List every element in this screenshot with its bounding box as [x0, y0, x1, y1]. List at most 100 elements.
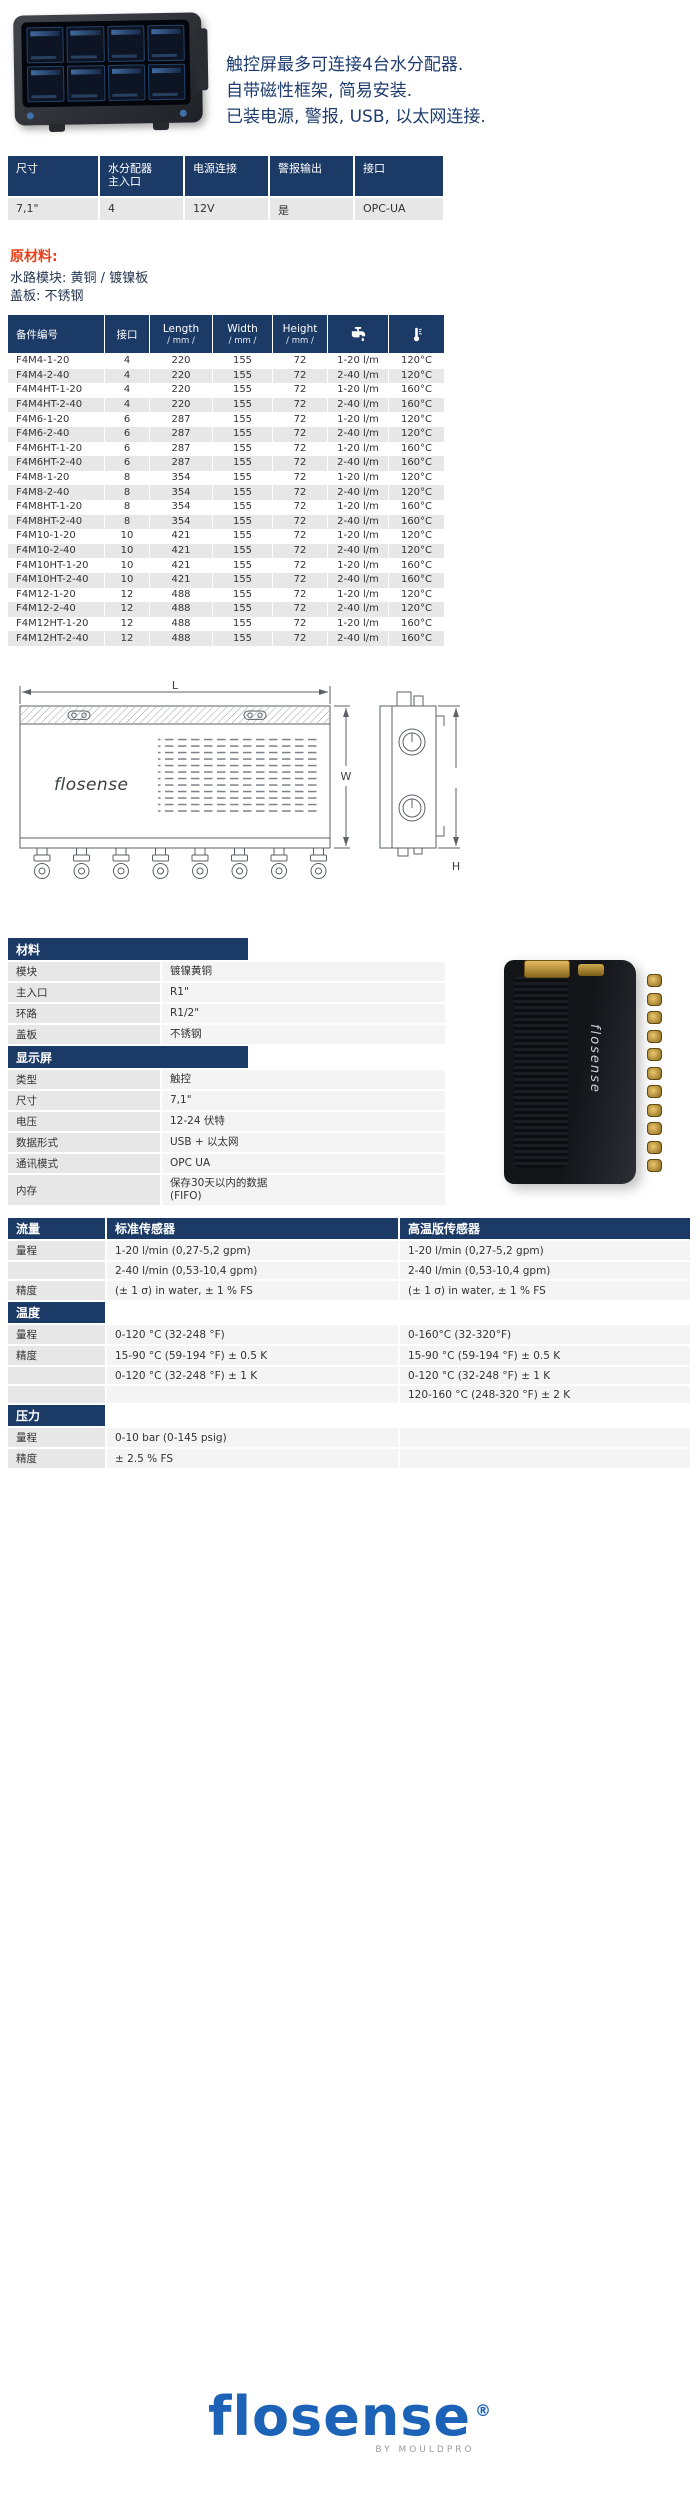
col-header-unit: / mm /: [167, 335, 195, 346]
sensor-empty-cell: [400, 1302, 690, 1323]
col-header-label: 备件编号: [16, 328, 58, 341]
parts-cell: 72: [273, 441, 327, 457]
sensor-row: 120-160 °C (248-320 °F) ± 2 K: [8, 1386, 692, 1403]
part-number-cell: F4M4-2-40: [8, 368, 104, 384]
parts-cell: 72: [273, 543, 327, 559]
parts-cell: 488: [150, 616, 212, 632]
overview-column-header: 警报输出: [270, 156, 353, 196]
parts-cell: 155: [213, 485, 272, 500]
parts-cell: 72: [273, 529, 327, 544]
device-toolbar: [26, 108, 187, 122]
parts-cell: 220: [150, 383, 212, 398]
photo-brand-logo: flosense: [587, 1024, 602, 1094]
part-number-cell: F4M12HT-2-40: [8, 631, 104, 646]
parts-cell: 72: [273, 572, 327, 588]
overview-value: OPC-UA: [355, 198, 443, 220]
part-number-cell: F4M12-1-20: [8, 587, 104, 603]
part-number-cell: F4M6HT-1-20: [8, 441, 104, 457]
raw-materials-line: 水路模块: 黄铜 / 镀镍板: [10, 271, 149, 286]
brass-port: [647, 992, 662, 1006]
parts-cell: 155: [213, 426, 272, 442]
brass-port: [647, 1159, 662, 1172]
parts-cell: 155: [213, 631, 272, 646]
flow-tile: [26, 65, 65, 103]
device-foot: [48, 123, 66, 133]
brand-byline: BY MOULDPRO: [375, 2445, 475, 2455]
sensor-label: 精度: [8, 1449, 105, 1468]
overview-column-header: 尺寸: [8, 156, 98, 196]
sensor-header-row: 流量标准传感器高温版传感器: [8, 1218, 692, 1239]
raw-materials-title: 原材料:: [10, 249, 58, 265]
parts-cell: 72: [273, 397, 327, 413]
parts-cell: 287: [150, 441, 212, 457]
sensor-col-header: 流量: [8, 1218, 105, 1239]
part-number-cell: F4M8-2-40: [8, 485, 104, 500]
parts-cell: 72: [273, 485, 327, 500]
parts-cell: 155: [213, 441, 272, 457]
materials-row: 内存保存30天以内的数据 (FIFO): [8, 1175, 445, 1205]
parts-cell: 72: [273, 412, 327, 427]
parts-cell: 1-20 l/m: [328, 441, 388, 457]
materials-label: 主入口: [8, 983, 160, 1002]
materials-label: 模块: [8, 962, 160, 981]
parts-cell: 10: [105, 543, 149, 559]
manifold-product-photo: flosense: [488, 948, 688, 1193]
parts-cell: 1-20 l/m: [328, 470, 388, 486]
parts-cell: 4: [105, 397, 149, 413]
col-header-length: Length/ mm /: [150, 315, 212, 353]
parts-cell: 72: [273, 587, 327, 603]
sensor-value-standard: 0-120 °C (32-248 °F) ± 1 K: [107, 1367, 398, 1384]
brass-port: [647, 1085, 662, 1098]
parts-header-row: 备件编号 接口 Length/ mm / Width/ mm / Height/…: [8, 315, 445, 353]
materials-row: 模块镀镍黄铜: [8, 962, 445, 981]
parts-cell: 12: [105, 602, 149, 617]
overview-value: 7,1": [8, 198, 98, 220]
materials-value: 不锈钢: [162, 1025, 445, 1044]
parts-cell: 160°C: [389, 616, 444, 632]
sensor-label: [8, 1262, 105, 1279]
parts-cell: 72: [273, 616, 327, 632]
parts-table: 备件编号 接口 Length/ mm / Width/ mm / Height/…: [8, 315, 445, 646]
parts-cell: 120°C: [389, 412, 444, 427]
parts-cell: 6: [105, 412, 149, 427]
parts-cell: 160°C: [389, 514, 444, 530]
materials-value: USB + 以太网: [162, 1133, 445, 1152]
overview-value: 是: [270, 198, 353, 220]
sensor-label: 精度: [8, 1281, 105, 1300]
sensor-value-standard: 1-20 l/min (0,27-5,2 gpm): [107, 1241, 398, 1260]
col-header-unit: / mm /: [228, 335, 257, 346]
sensor-empty-cell: [400, 1405, 690, 1426]
parts-cell: 421: [150, 558, 212, 573]
parts-cell: 2-40 l/m: [328, 514, 388, 530]
sensor-section-header: 温度: [8, 1302, 105, 1323]
sensor-value-standard: 2-40 l/min (0,53-10,4 gpm): [107, 1262, 398, 1279]
parts-cell: 1-20 l/m: [328, 616, 388, 632]
parts-cell: 160°C: [389, 383, 444, 398]
sensor-empty-cell: [107, 1405, 398, 1426]
parts-cell: 2-40 l/m: [328, 631, 388, 646]
parts-cell: 2-40 l/m: [328, 485, 388, 500]
parts-cell: 160°C: [389, 441, 444, 457]
parts-cell: 1-20 l/m: [328, 354, 388, 369]
sensor-value-hightemp: 120-160 °C (248-320 °F) ± 2 K: [400, 1386, 690, 1403]
part-number-cell: F4M12HT-1-20: [8, 616, 104, 632]
sensor-value-standard: 15-90 °C (59-194 °F) ± 0.5 K: [107, 1346, 398, 1365]
parts-cell: 488: [150, 587, 212, 603]
materials-label: 电压: [8, 1112, 160, 1131]
sensor-value-hightemp: 0-160°C (32-320°F): [400, 1325, 690, 1344]
parts-cell: 4: [105, 368, 149, 384]
parts-cell: 8: [105, 485, 149, 500]
materials-label: 环路: [8, 1004, 160, 1023]
parts-cell: 220: [150, 354, 212, 369]
